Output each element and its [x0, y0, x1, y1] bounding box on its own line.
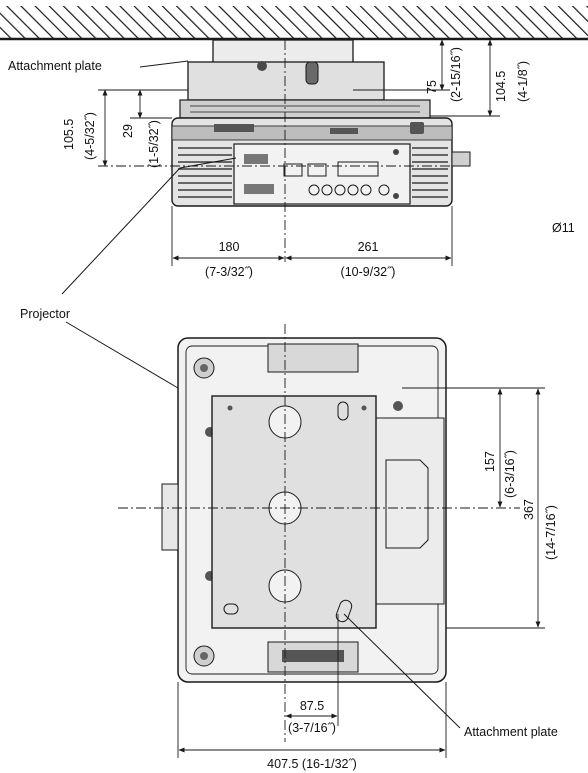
- dim-157-inch-text: (6-3/16˝): [503, 450, 517, 498]
- dim-87-inch-text: (3-7/16˝): [288, 721, 336, 735]
- dim-367-text: 367: [522, 499, 536, 520]
- projector-label: Projector: [20, 307, 70, 321]
- dim-105-29: [98, 89, 188, 167]
- dim-105-text: 105.5: [62, 119, 76, 150]
- attachment-plate-top-label: Attachment plate: [8, 59, 102, 73]
- attachment-plate-bottom-label: Attachment plate: [464, 725, 558, 739]
- dim-407-text: 407.5 (16-1/32˝): [267, 757, 357, 771]
- dim-29-inch-text: (1-5/32˝): [147, 120, 161, 168]
- dim-75-104: [353, 39, 500, 117]
- dimension-texts: 75 (2-15/16˝) 104.5 (4-1/8˝) 105.5 (4-5/…: [62, 47, 558, 771]
- dim-75-inch-text: (2-15/16˝): [449, 47, 463, 102]
- dim-261-text: 261: [358, 240, 379, 254]
- dim-157-367: [402, 387, 545, 629]
- dim-180-inch-text: (7-3/32˝): [205, 265, 253, 279]
- ceiling-bracket: [179, 39, 431, 119]
- dim-87-407: [177, 614, 447, 758]
- dim-157-text: 157: [483, 451, 497, 472]
- diameter-label: Ø11: [552, 221, 575, 235]
- ceiling: [0, 6, 588, 41]
- leader-lines: [61, 60, 461, 729]
- dim-105-inch-text: (4-5/32˝): [83, 112, 97, 160]
- dim-261-inch-text: (10-9/32˝): [341, 265, 396, 279]
- dim-87-text: 87.5: [300, 699, 324, 713]
- dim-367-inch-text: (14-7/16˝): [544, 505, 558, 560]
- dim-29-text: 29: [121, 124, 135, 138]
- dim-180-261: [171, 206, 453, 266]
- dim-104-inch-text: (4-1/8˝): [516, 61, 530, 102]
- attachment-plate-bottom-view: [211, 395, 377, 629]
- projector-side-view: [171, 117, 471, 207]
- dim-180-text: 180: [219, 240, 240, 254]
- callout-labels: Attachment plate Projector Attachment pl…: [8, 59, 575, 739]
- dim-104-text: 104.5: [494, 71, 508, 102]
- dim-75-text: 75: [425, 80, 439, 94]
